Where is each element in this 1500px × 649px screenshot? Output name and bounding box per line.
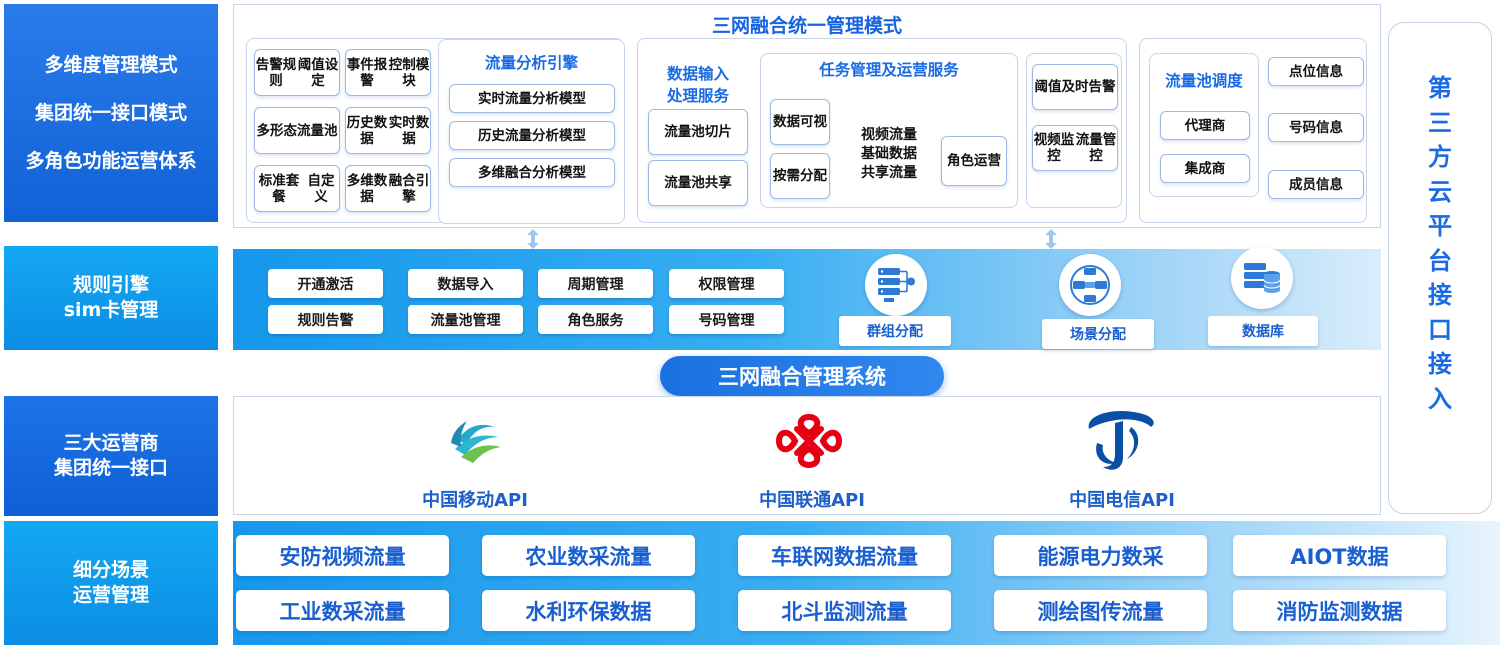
server-group-icon — [865, 254, 927, 316]
box-standard-package: 标准套餐自定义 — [254, 165, 340, 212]
scene-energy-power: 能源电力数采 — [994, 535, 1207, 576]
model-history: 历史流量分析模型 — [449, 121, 615, 150]
group-rules-engine: 告警规则阈值设定 事件报警控制模块 多形态流量池 历史数据实时数据 标准套餐自定… — [246, 38, 625, 224]
input-title: 数据输入处理服务 — [666, 65, 729, 105]
scene-line: 细分场景 — [72, 559, 149, 581]
updown-arrow-icon — [1045, 229, 1057, 249]
box-pool-slice: 流量池切片 — [648, 109, 748, 155]
model-fusion: 多维融合分析模型 — [449, 158, 615, 187]
box-point-info: 点位信息 — [1268, 57, 1364, 86]
scene-beidou: 北斗监测流量 — [738, 590, 951, 631]
scene-industrial: 工业数采流量 — [236, 590, 449, 631]
scene-water-env: 水利环保数据 — [482, 590, 695, 631]
box-history-data: 历史数据实时数据 — [345, 107, 431, 154]
engine-title: 流量分析引擎 — [484, 54, 578, 72]
left-label-rules: 规则引擎 sim卡管理 — [4, 246, 218, 350]
left-label-carriers: 三大运营商 集团统一接口 — [4, 396, 218, 516]
box-role-ops: 角色运营 — [941, 136, 1007, 186]
box-pool-share: 流量池共享 — [648, 160, 748, 206]
vertical-char: 入 — [1428, 384, 1452, 413]
pill-pool-mgmt: 流量池管理 — [408, 305, 523, 334]
model-realtime: 实时流量分析模型 — [449, 84, 615, 113]
scene-fire-monitor: 消防监测数据 — [1233, 590, 1446, 631]
mgmt-line: 多维度管理模式 — [44, 54, 178, 76]
scene-aiot: AIOT数据 — [1233, 535, 1446, 576]
vertical-char: 接 — [1428, 350, 1452, 378]
box-on-demand: 按需分配 — [770, 153, 830, 199]
box-threshold-alert: 阈值及时告警 — [1032, 64, 1118, 110]
vertical-char: 云 — [1428, 177, 1452, 206]
china-mobile-logo — [451, 421, 501, 463]
pill-number-mgmt: 号码管理 — [669, 305, 784, 334]
alert-group: 阈值及时告警 视频监控流量管控 — [1026, 53, 1122, 208]
scenes-band: 安防视频流量 农业数采流量 车联网数据流量 能源电力数采 AIOT数据 工业数采… — [233, 521, 1500, 645]
box-alarm-threshold: 告警规则阈值设定 — [254, 49, 340, 96]
pill-cycle-mgmt: 周期管理 — [538, 269, 653, 298]
task-text: 视频流量 基础数据 共享流量 — [861, 127, 917, 181]
database-icon — [1231, 247, 1293, 309]
system-title: 三网融合管理系统 — [660, 356, 944, 396]
pill-role-service: 角色服务 — [538, 305, 653, 334]
management-mode-panel: 三网融合统一管理模式 告警规则阈值设定 事件报警控制模块 多形态流量池 历史数据… — [233, 4, 1381, 228]
rule-line: 规则引擎 — [72, 274, 149, 296]
left-label-management: 多维度管理模式 集团统一接口模式 多角色功能运营体系 — [4, 4, 218, 222]
box-video-monitor: 视频监控流量管控 — [1032, 125, 1118, 171]
vertical-char: 方 — [1428, 143, 1452, 171]
scene-network-icon — [1059, 254, 1121, 316]
group-pool-dispatch: 流量池调度 代理商 集成商 点位信息 号码信息 成员信息 — [1139, 38, 1367, 223]
box-integrator: 集成商 — [1160, 154, 1250, 183]
label-china-mobile: 中国移动API — [422, 490, 528, 511]
scene-agriculture: 农业数采流量 — [482, 535, 695, 576]
third-party-cloud-access: 第 三 方 云 平 台 接 口 接 入 — [1388, 22, 1492, 514]
pool-dispatch-group: 流量池调度 代理商 集成商 — [1149, 53, 1259, 197]
pool-title: 流量池调度 — [1165, 72, 1243, 90]
rules-engine-band: 开通激活 数据导入 周期管理 权限管理 规则告警 流量池管理 角色服务 号码管理… — [233, 247, 1381, 350]
group-task-service: 数据输入处理服务 流量池切片 流量池共享 任务管理及运营服务 数据可视 按需分配… — [637, 38, 1127, 223]
box-fusion-engine: 多维数据融合引擎 — [345, 165, 431, 212]
pill-data-import: 数据导入 — [408, 269, 523, 298]
box-data-visual: 数据可视 — [770, 99, 830, 145]
box-member-info: 成员信息 — [1268, 170, 1364, 199]
box-event-alarm: 事件报警控制模块 — [345, 49, 431, 96]
label-group-assign: 群组分配 — [839, 316, 951, 346]
task-service-group: 任务管理及运营服务 数据可视 按需分配 视频流量 基础数据 共享流量 角色运营 — [760, 53, 1018, 208]
vertical-char: 台 — [1428, 246, 1452, 275]
label-china-unicom: 中国联通API — [759, 490, 865, 511]
pill-activation: 开通激活 — [268, 269, 383, 298]
carriers-panel: 中国移动API 中国联通API 中国电信API — [233, 396, 1381, 515]
rule-line: sim卡管理 — [63, 299, 159, 321]
vertical-char: 第 — [1428, 74, 1452, 102]
task-title: 任务管理及运营服务 — [819, 61, 959, 79]
pill-permission: 权限管理 — [669, 269, 784, 298]
mgmt-line: 集团统一接口模式 — [34, 102, 187, 124]
label-china-telecom: 中国电信API — [1069, 490, 1175, 511]
scene-security-video: 安防视频流量 — [236, 535, 449, 576]
panel-title: 三网融合统一管理模式 — [711, 15, 902, 37]
box-multi-pool: 多形态流量池 — [254, 107, 340, 154]
updown-arrow-icon — [527, 229, 539, 249]
mgmt-line: 多角色功能运营体系 — [25, 150, 197, 172]
label-scene-assign: 场景分配 — [1042, 319, 1154, 349]
traffic-engine-group: 流量分析引擎 实时流量分析模型 历史流量分析模型 多维融合分析模型 — [438, 39, 625, 224]
box-number-info: 号码信息 — [1268, 113, 1364, 142]
pill-rule-alarm: 规则告警 — [268, 305, 383, 334]
vertical-char: 接 — [1428, 281, 1452, 309]
china-telecom-logo — [1088, 410, 1154, 470]
china-unicom-logo — [775, 413, 843, 469]
vertical-char: 口 — [1428, 315, 1452, 344]
vertical-char: 三 — [1428, 108, 1452, 137]
left-label-scenes: 细分场景 运营管理 — [4, 521, 218, 645]
label-database: 数据库 — [1208, 316, 1318, 346]
box-agent: 代理商 — [1160, 111, 1250, 140]
scene-vehicle-network: 车联网数据流量 — [738, 535, 951, 576]
scene-mapping: 测绘图传流量 — [994, 590, 1207, 631]
scene-line: 运营管理 — [72, 584, 149, 606]
carrier-line: 集团统一接口 — [53, 457, 168, 479]
carrier-line: 三大运营商 — [63, 432, 159, 454]
vertical-char: 平 — [1428, 212, 1452, 240]
